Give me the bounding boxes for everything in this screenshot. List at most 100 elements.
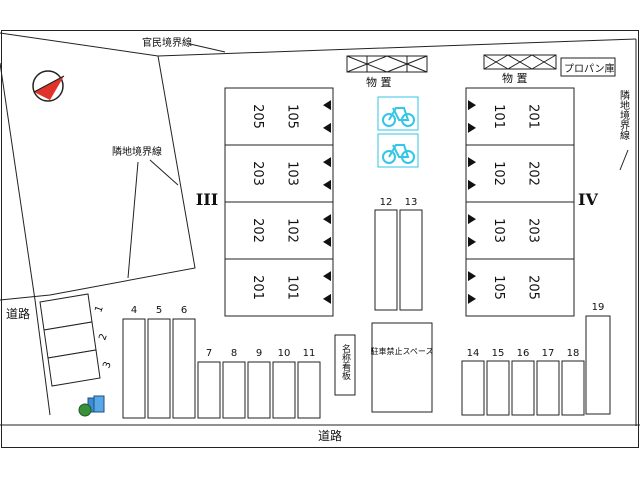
storage-left-label: 物 置: [366, 75, 392, 89]
public-boundary-leader: [189, 43, 226, 53]
left-road-edge-lower: [34, 299, 51, 416]
parking-slot-number: 11: [303, 348, 316, 359]
parking-slot: [461, 360, 485, 416]
parking-slot-number: 9: [256, 348, 262, 359]
unit-row: [465, 258, 575, 317]
entrance-triangle-icon: [468, 179, 476, 190]
no-parking-label: 駐車禁止スペース: [370, 346, 433, 356]
propane-storage: [560, 57, 616, 77]
entrance-triangle-icon: [468, 271, 476, 282]
no-parking-space: [371, 322, 433, 413]
unit-number: 205: [250, 104, 265, 129]
parking-slot-number: 2: [97, 332, 110, 342]
storage-left: 物 置: [346, 55, 428, 89]
entrance-triangle-icon: [323, 100, 331, 111]
signboard-label: 名称看板: [340, 343, 351, 381]
parking-slot-number: 16: [517, 348, 530, 359]
parking-slot: [374, 209, 398, 311]
parking-slot: [47, 349, 101, 387]
parking-slot-number: 19: [592, 302, 605, 313]
left-boundary-leader-2: [127, 161, 139, 279]
parking-slot: [272, 361, 296, 419]
parking-slot: [147, 318, 171, 419]
unit-number: 203: [525, 218, 540, 243]
parking-slot: [222, 361, 246, 419]
unit-number: 102: [491, 161, 506, 186]
unit-number: 201: [525, 104, 540, 129]
right-boundary-leader: [619, 149, 629, 171]
parking-slot-number: 4: [131, 305, 137, 316]
storage-right: 物 置: [483, 54, 557, 85]
building-iv: 101 201 102 202 103 203 105 205: [465, 87, 575, 317]
parking-slot: [247, 361, 271, 419]
parking-slot: [399, 209, 423, 311]
right-neighbor-boundary-label: 隣地境界線: [618, 89, 630, 140]
unit-number: 102: [284, 218, 299, 243]
unit-number: 205: [525, 275, 540, 300]
unit-number: 105: [284, 104, 299, 129]
entrance-triangle-icon: [323, 122, 331, 133]
parking-slot-number: 17: [542, 348, 555, 359]
building-iii-numeral: III: [196, 190, 218, 209]
left-boundary-leader-1: [149, 159, 179, 186]
parking-slot: [172, 318, 196, 419]
entrance-triangle-icon: [323, 271, 331, 282]
left-neighbor-boundary: [0, 55, 196, 301]
north-arrow-icon: [32, 70, 65, 102]
entrance-triangle-icon: [323, 293, 331, 304]
parking-slot-number: 10: [278, 348, 291, 359]
unit-row: [465, 201, 575, 260]
unit-number: 202: [525, 161, 540, 186]
left-road-label: 道路: [6, 306, 30, 321]
parking-slot-number: 18: [567, 348, 580, 359]
entrance-triangle-icon: [468, 157, 476, 168]
parking-slot-number: 14: [467, 348, 480, 359]
building-iv-numeral: IV: [578, 190, 598, 209]
unit-number: 103: [491, 218, 506, 243]
unit-number: 202: [250, 218, 265, 243]
parking-slot: [122, 318, 146, 419]
unit-number: 103: [284, 161, 299, 186]
entrance-triangle-icon: [468, 236, 476, 247]
parking-slot-number: 5: [156, 305, 162, 316]
garbage-station-icon: [78, 395, 105, 417]
parking-slot-number: 13: [405, 197, 418, 208]
name-signboard: [334, 334, 356, 396]
parking-slot: [297, 361, 321, 419]
left-road-edge: [0, 62, 36, 301]
propane-label: プロパン庫: [564, 62, 615, 75]
parking-slot: [511, 360, 535, 416]
storage-right-label: 物 置: [502, 71, 528, 85]
public-boundary-line: [0, 32, 637, 57]
unit-number: 105: [491, 275, 506, 300]
unit-number: 101: [491, 104, 506, 129]
bicycle-parking-icon: [377, 96, 419, 168]
parking-slot-number: 6: [181, 305, 187, 316]
unit-number: 101: [284, 275, 299, 300]
left-neighbor-boundary-label: 隣地境界線: [112, 145, 162, 158]
unit-row: [224, 144, 334, 203]
entrance-triangle-icon: [323, 214, 331, 225]
unit-row: [224, 258, 334, 317]
parking-slot: [536, 360, 560, 416]
entrance-triangle-icon: [323, 236, 331, 247]
parking-slot-number: 1: [93, 304, 106, 314]
entrance-triangle-icon: [323, 179, 331, 190]
entrance-triangle-icon: [468, 100, 476, 111]
unit-number: 201: [250, 275, 265, 300]
parking-slot-number: 15: [492, 348, 505, 359]
entrance-triangle-icon: [468, 122, 476, 133]
unit-row: [465, 144, 575, 203]
parking-slot-number: 8: [231, 348, 237, 359]
parking-slot: [585, 315, 611, 415]
unit-row: [224, 87, 334, 146]
entrance-triangle-icon: [323, 157, 331, 168]
parking-slot: [486, 360, 510, 416]
parking-slot: [561, 360, 585, 416]
bottom-road-label: 道路: [318, 428, 342, 443]
unit-row: [465, 87, 575, 146]
drawing-frame: [1, 30, 639, 448]
